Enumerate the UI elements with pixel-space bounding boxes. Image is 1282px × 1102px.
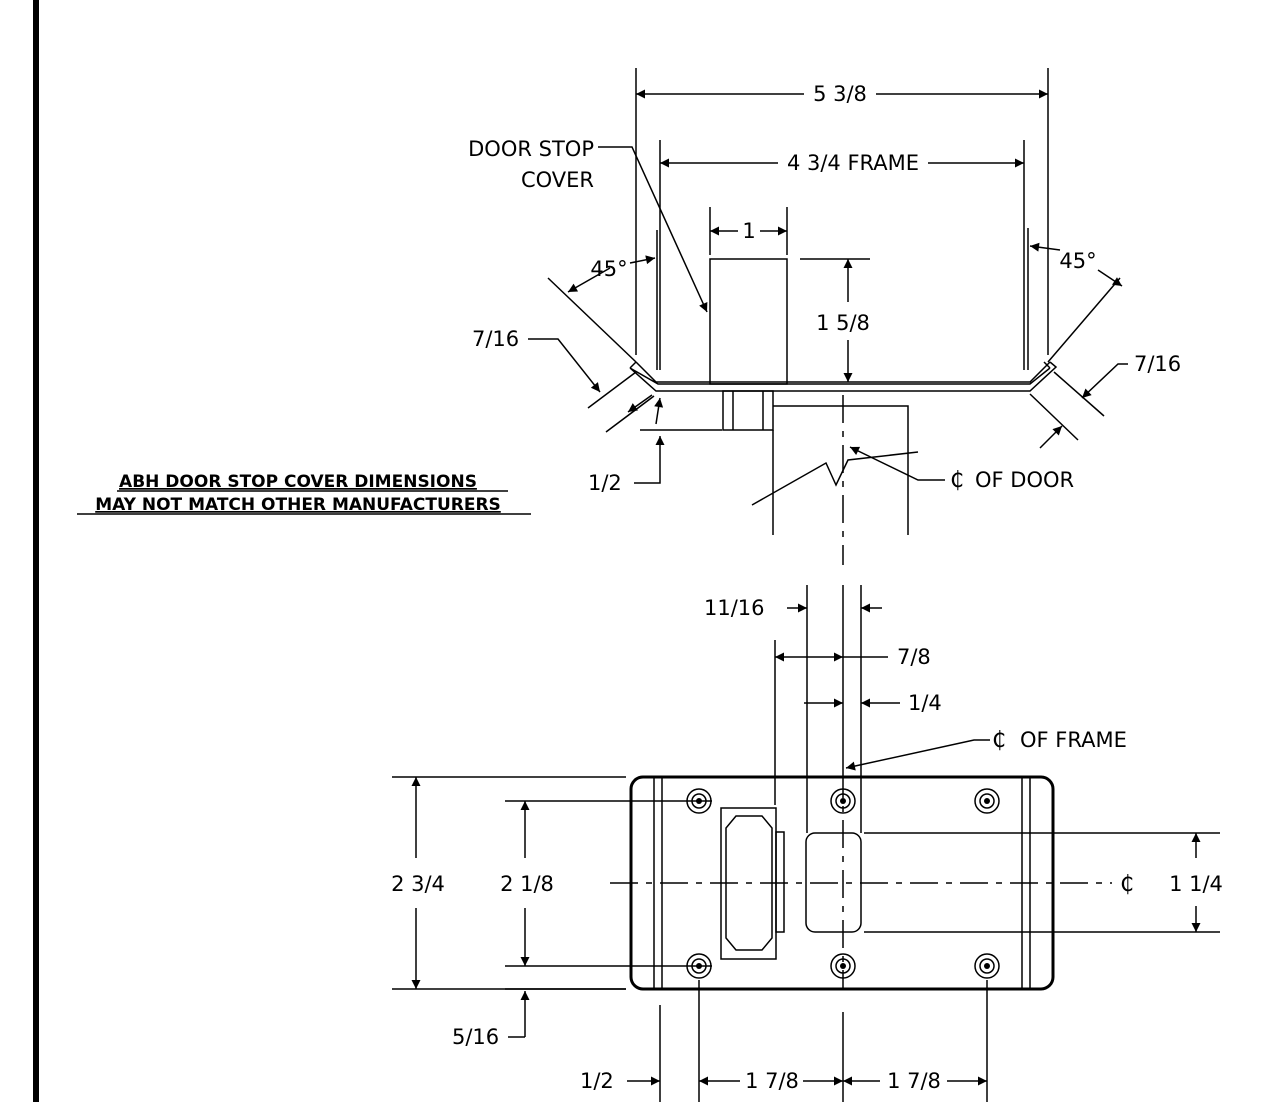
strike-box — [722, 390, 774, 431]
dim-7-8: 7/8 — [897, 645, 931, 669]
dim-slot-height: 1 1/4 — [1169, 872, 1223, 896]
screw-hole — [974, 953, 1000, 979]
dim-frame-width: 4 3/4 FRAME — [787, 151, 919, 175]
cl-mark: ₵ — [1120, 872, 1134, 897]
dim-offset: 1/2 — [588, 471, 622, 495]
dim-11-16: 11/16 — [704, 596, 765, 620]
dim-left-offset: 1/2 — [580, 1069, 614, 1093]
dim-spacing-b: 1 7/8 — [887, 1069, 941, 1093]
frame-profile — [629, 361, 1058, 392]
note-line2: MAY NOT MATCH OTHER MANUFACTURERS — [95, 495, 501, 515]
dim-overall-width: 5 3/8 — [813, 82, 867, 106]
door-stop-label-line2: COVER — [521, 168, 594, 192]
manufacturer-note: ABH DOOR STOP COVER DIMENSIONS MAY NOT M… — [77, 472, 531, 515]
dim-height-overall: 2 3/4 — [391, 872, 445, 896]
frame-cl-symbol: ₵ — [992, 728, 1006, 753]
screw-hole — [974, 788, 1000, 814]
latch-slot — [805, 832, 862, 933]
dim-stop-width: 1 — [742, 219, 755, 243]
dim-height-holes: 2 1/8 — [500, 872, 554, 896]
dim-bevel-angle-left: 45° — [590, 257, 627, 281]
door-stop-cover — [709, 258, 788, 385]
frame-cl-label: OF FRAME — [1020, 728, 1127, 752]
top-view: 5 3/8 4 3/4 FRAME 1 1 5/8 DOOR STOP COVE… — [468, 68, 1181, 565]
latch-housing — [720, 807, 785, 960]
dim-stop-height: 1 5/8 — [816, 311, 870, 335]
door-cl-symbol: ₵ — [950, 468, 964, 493]
dim-bevel-left: 7/16 — [472, 327, 519, 351]
door-stop-label-line1: DOOR STOP — [468, 137, 594, 161]
plan-view: 11/16 7/8 1/4 ₵ OF FRAME 2 3/4 2 1/8 1 1… — [391, 585, 1223, 1102]
sheet-border-left — [33, 0, 39, 1102]
dim-bevel-right: 7/16 — [1134, 352, 1181, 376]
note-line1: ABH DOOR STOP COVER DIMENSIONS — [119, 472, 477, 492]
dim-bevel-angle-right: 45° — [1059, 249, 1096, 273]
dim-1-4: 1/4 — [908, 691, 942, 715]
door-cl-label: OF DOOR — [975, 468, 1074, 492]
strike-plate — [629, 775, 1055, 991]
dim-spacing-a: 1 7/8 — [745, 1069, 799, 1093]
door-outline — [751, 405, 919, 535]
dim-bottom-offset: 5/16 — [452, 1025, 499, 1049]
